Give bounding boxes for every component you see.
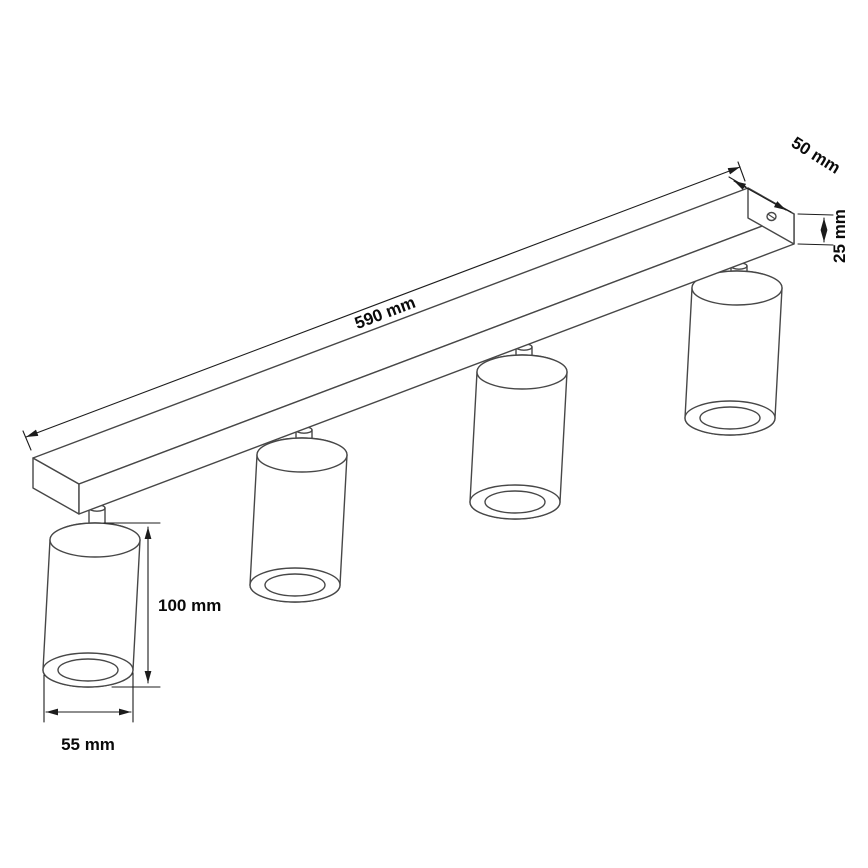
extension-line [728,176,747,188]
spotlight-lens [264,573,326,597]
rail-top-face [32,187,795,485]
spotlight-3 [469,343,568,520]
extension-line [737,161,746,182]
spotlight-lens [699,406,761,430]
extension-line [797,213,834,216]
spotlight-top-rim [256,437,348,473]
rail-height-label: 25 mm [830,209,849,263]
fixture-drawing [32,187,795,688]
spotlight-lens [57,658,119,682]
spotlight-2 [249,426,348,603]
extension-line [797,243,834,246]
mounting-rail [32,187,795,515]
rail-width-label: 50 mm [788,133,844,178]
spotlight-top-rim [49,522,141,558]
dimension-lines [22,161,834,723]
rail-front-face [78,213,795,515]
dimension-rail-height [797,213,834,246]
spotlight-4 [684,262,783,436]
spotlight-top-rim [476,354,568,390]
spot-diameter-label: 55 mm [61,735,115,754]
dimension-spot-height [103,522,161,688]
dimension-arrow-line [733,180,787,211]
dimension-spot-diameter [43,672,134,723]
screw-hole [766,211,777,222]
spot-height-label: 100 mm [158,596,221,615]
spotlight-lens [484,490,546,514]
extension-line [22,430,32,451]
dimension-rail-width [728,176,792,213]
spotlight-1 [42,504,141,688]
dimension-rail-length [22,161,746,451]
dimension-arrow-line [25,166,741,438]
